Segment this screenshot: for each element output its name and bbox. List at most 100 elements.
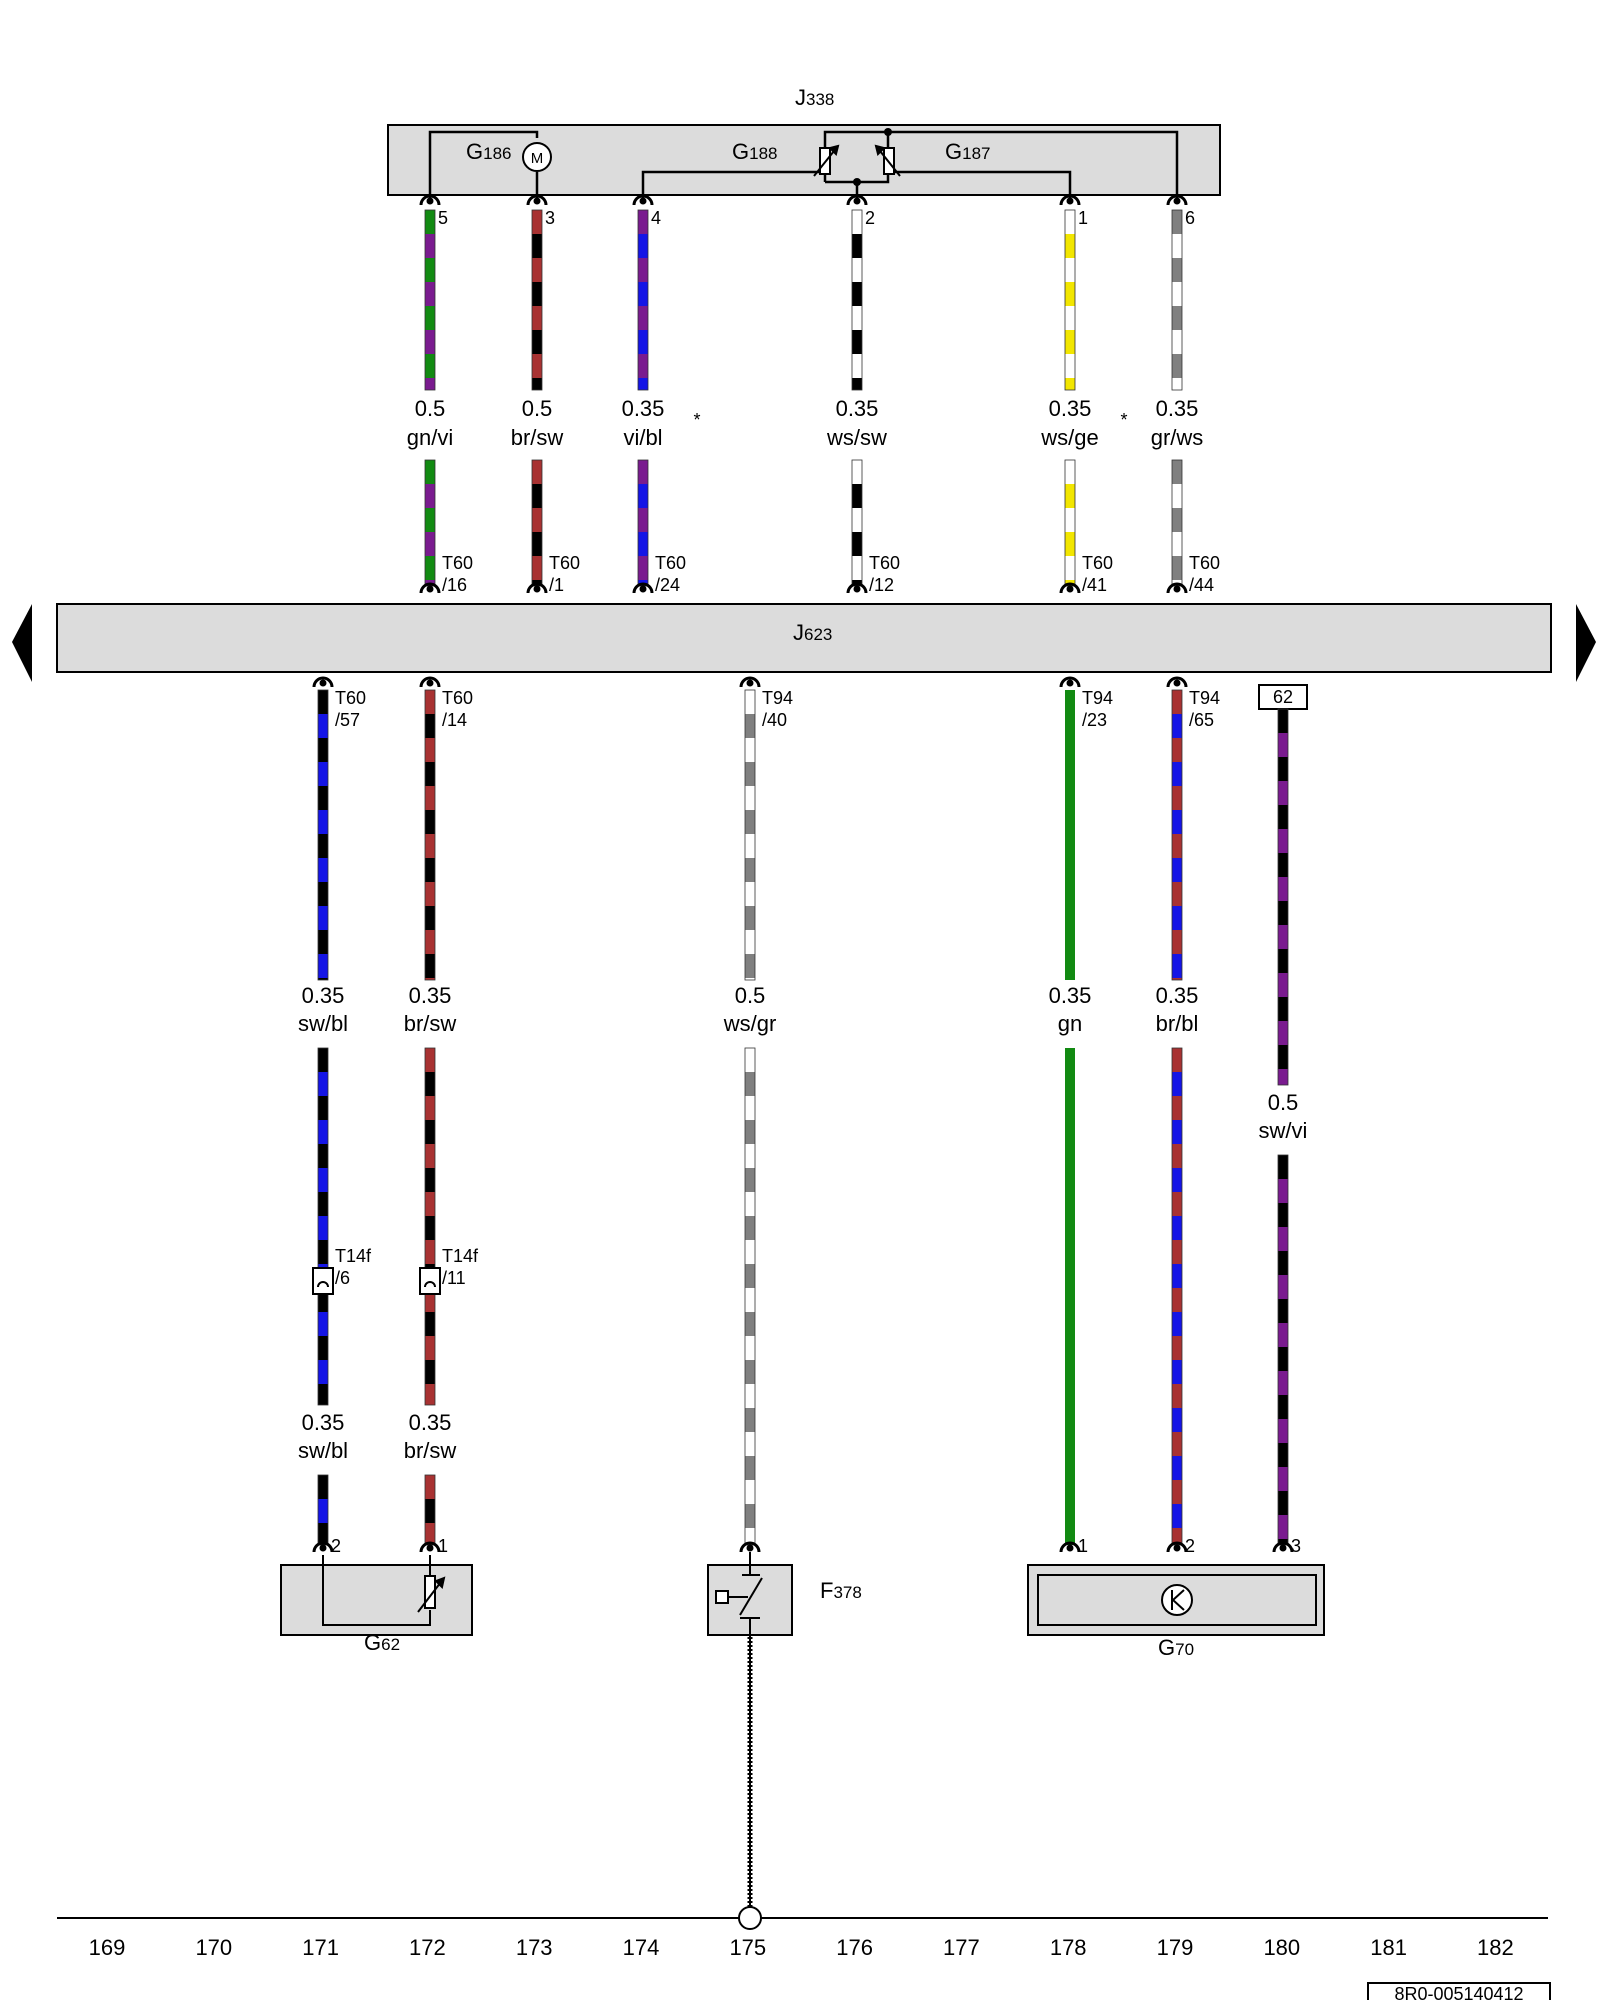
- lower-wire-3-upper-span-segment: [745, 762, 755, 786]
- upper-wire-3-upper-span[interactable]: [637, 209, 649, 391]
- upper-wire-2-bus-terminal[interactable]: [526, 582, 548, 594]
- lower-wire-1-bus-terminal[interactable]: [312, 676, 334, 688]
- upper-wire-6-lower-span-segment: [1172, 508, 1182, 532]
- upper-wire-6-top-terminal-pin: [1173, 197, 1181, 205]
- upper-wire-1-size-label: 0.5: [415, 396, 446, 421]
- lower-wire-6-lower-span-segment: [1278, 1491, 1288, 1515]
- lower-wire-1-end-terminal-pin: [319, 1544, 327, 1552]
- upper-wire-1-upper-span-segment: [425, 234, 435, 258]
- lower-wire-2-bus-terminal[interactable]: [419, 676, 441, 688]
- upper-wire-5-bus-terminal[interactable]: [1059, 582, 1081, 594]
- lower-wire-4-bus-terminal[interactable]: [1059, 676, 1081, 688]
- continue-left-arrow-icon[interactable]: [12, 604, 32, 682]
- lower-wire-2-middle-span-segment: [425, 1360, 435, 1384]
- upper-wire-6-upper-span-segment: [1172, 258, 1182, 282]
- lower-wire-3-bus-terminal[interactable]: [739, 676, 761, 688]
- lower-wire-2-end-terminal[interactable]: [419, 1541, 441, 1553]
- lower-wire-2-middle-span[interactable]: [424, 1047, 436, 1406]
- lower-wire-6-lower-span[interactable]: [1277, 1154, 1289, 1546]
- lower-wire-3-upper-span[interactable]: [744, 689, 756, 981]
- lower-wire-3-upper-span-segment: [745, 834, 755, 858]
- grid-number: 182: [1477, 1935, 1514, 1960]
- upper-wire-1-upper-span[interactable]: [424, 209, 436, 391]
- lower-wire-1-end-terminal[interactable]: [312, 1541, 334, 1553]
- lower-wire-4-end-terminal[interactable]: [1059, 1541, 1081, 1553]
- lower-wire-5-bus-terminal[interactable]: [1166, 676, 1188, 688]
- g62-box[interactable]: [280, 1564, 473, 1636]
- lower-wire-6-upper-span-segment: [1278, 901, 1288, 925]
- j623-bus[interactable]: [56, 603, 1552, 673]
- j338-box[interactable]: [387, 124, 1221, 196]
- lower-wire-3-connector-pin: /40: [762, 710, 787, 730]
- upper-wire-5-lower-span[interactable]: [1064, 459, 1076, 587]
- lower-wire-6-reference-box[interactable]: [1258, 684, 1308, 710]
- lower-wire-5-upper-span-outline: [1171, 689, 1183, 981]
- upper-wire-3-lower-span[interactable]: [637, 459, 649, 587]
- upper-wire-4-upper-span[interactable]: [851, 209, 863, 391]
- upper-wire-3-upper-span-segment: [638, 330, 648, 354]
- lower-wire-3-end-terminal[interactable]: [739, 1541, 761, 1553]
- lower-wire-2-connector: T60: [442, 688, 473, 708]
- lower-wire-1-middle-span-segment: [318, 1360, 328, 1384]
- lower-wire-1-middle-span[interactable]: [317, 1047, 329, 1406]
- lower-wire-5-upper-span[interactable]: [1171, 689, 1183, 981]
- upper-wire-1-upper-span-segment: [425, 330, 435, 354]
- upper-wire-6-bus-terminal-pin: [1173, 585, 1181, 593]
- lower-wire-6-lower-span-segment: [1278, 1419, 1288, 1443]
- lower-wire-6-reference-label: 62: [1273, 687, 1293, 707]
- upper-wire-1-bus-terminal[interactable]: [419, 582, 441, 594]
- lower-wire-1-middle-span-segment: [318, 1048, 328, 1072]
- upper-wire-5-upper-span-segment: [1065, 306, 1075, 330]
- lower-wire-6-upper-span[interactable]: [1277, 708, 1289, 1086]
- lower-wire-4-upper-span[interactable]: [1065, 690, 1075, 980]
- lower-wire-2-upper-span-segment: [425, 834, 435, 858]
- upper-wire-5-upper-span[interactable]: [1064, 209, 1076, 391]
- lower-wire-1-middle-span-segment: [318, 1216, 328, 1240]
- upper-wire-2-bus-terminal-pin: [533, 585, 541, 593]
- upper-wire-4-lower-span[interactable]: [851, 459, 863, 587]
- upper-wire-2-lower-span[interactable]: [531, 459, 543, 587]
- lower-wire-5-lower-span-segment: [1172, 1120, 1182, 1144]
- upper-wire-6-lower-span[interactable]: [1171, 459, 1183, 587]
- upper-wire-6-upper-span-segment: [1172, 234, 1182, 258]
- g186-motor-icon: [522, 142, 552, 172]
- lower-wire-2-upper-span[interactable]: [424, 689, 436, 981]
- upper-wire-3-bus-terminal[interactable]: [632, 582, 654, 594]
- upper-wire-1-upper-span-outline: [424, 209, 436, 391]
- lower-wire-1-upper-span[interactable]: [317, 689, 329, 981]
- upper-wire-2-upper-span[interactable]: [531, 209, 543, 391]
- lower-wire-3-upper-span-segment: [745, 930, 755, 954]
- upper-wire-6-upper-span[interactable]: [1171, 209, 1183, 391]
- upper-wire-4-lower-span-segment: [852, 484, 862, 508]
- upper-wire-6-lower-span-segment: [1172, 460, 1182, 484]
- lower-wire-5-end-terminal[interactable]: [1166, 1541, 1188, 1553]
- lower-wire-1-inline-connector-icon[interactable]: [312, 1267, 334, 1295]
- upper-wire-1-lower-span[interactable]: [424, 459, 436, 587]
- upper-wire-5-lower-span-segment: [1065, 532, 1075, 556]
- lower-wire-5-lower-span[interactable]: [1171, 1047, 1183, 1546]
- lower-wire-3-lower-span[interactable]: [744, 1047, 756, 1546]
- upper-wire-2-upper-span-segment: [532, 354, 542, 378]
- upper-wire-2-connector-pin: /1: [549, 575, 564, 595]
- lower-wire-6-lower-span-segment: [1278, 1275, 1288, 1299]
- upper-wire-4-lower-span-segment: [852, 508, 862, 532]
- lower-wire-1-inline-connector-pin: /6: [335, 1268, 350, 1288]
- grid-number: 177: [943, 1935, 980, 1960]
- upper-wire-4-lower-span-segment: [852, 556, 862, 580]
- lower-wire-6-upper-span-segment: [1278, 973, 1288, 997]
- upper-wire-3-upper-span-segment: [638, 210, 648, 234]
- upper-wire-5-lower-span-segment: [1065, 556, 1075, 580]
- lower-wire-1-connector: T60: [335, 688, 366, 708]
- lower-wire-2-lower-span[interactable]: [424, 1474, 436, 1546]
- upper-wire-6-bus-terminal[interactable]: [1166, 582, 1188, 594]
- lower-wire-1-lower-span-segment: [318, 1499, 328, 1523]
- upper-wire-6-size-label: 0.35: [1156, 396, 1199, 421]
- lower-wire-6-end-terminal[interactable]: [1272, 1541, 1294, 1553]
- lower-wire-4-lower-span[interactable]: [1065, 1048, 1075, 1545]
- g70-box[interactable]: [1027, 1564, 1325, 1636]
- continue-right-arrow-icon[interactable]: [1576, 604, 1596, 682]
- upper-wire-4-bus-terminal[interactable]: [846, 582, 868, 594]
- lower-wire-1-lower-span[interactable]: [317, 1474, 329, 1546]
- lower-wire-6-lower-span-segment: [1278, 1395, 1288, 1419]
- ground-junction-node[interactable]: [738, 1906, 762, 1930]
